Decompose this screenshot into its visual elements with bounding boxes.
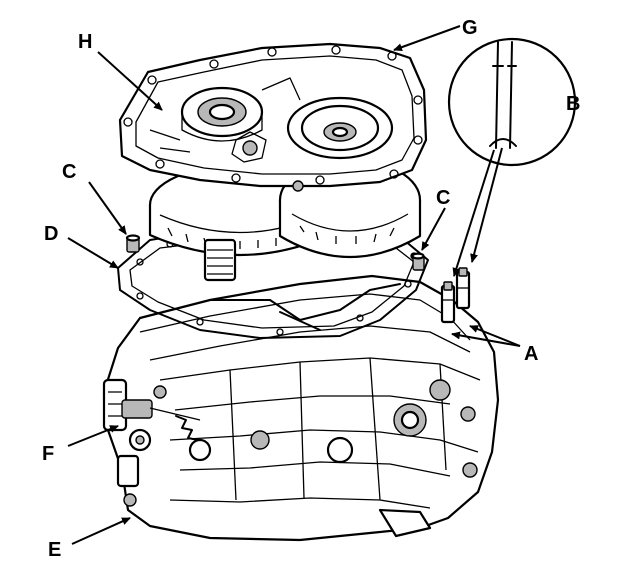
dowel-pin-right	[411, 252, 425, 271]
callout-label-c-left: C	[62, 161, 76, 183]
callout-label-d: D	[44, 223, 58, 245]
callout-label-e: E	[48, 539, 61, 561]
pipe-tube-left	[440, 281, 456, 324]
callout-label-g: G	[462, 17, 478, 39]
upper-case	[118, 42, 428, 192]
callout-label-f: F	[42, 443, 54, 465]
callout-leaders	[67, 25, 521, 545]
callout-label-h: H	[78, 31, 92, 53]
shift-lever-assembly	[102, 378, 201, 488]
case-bolt-holes	[123, 45, 423, 185]
callout-label-b: B	[566, 93, 580, 115]
callout-label-c-right: C	[436, 187, 450, 209]
detail-bubble	[447, 37, 577, 167]
transmission-housing	[102, 274, 500, 542]
callout-label-a: A	[524, 343, 538, 365]
dowel-pin-left	[125, 234, 141, 253]
pipe-tube-right	[455, 267, 471, 310]
